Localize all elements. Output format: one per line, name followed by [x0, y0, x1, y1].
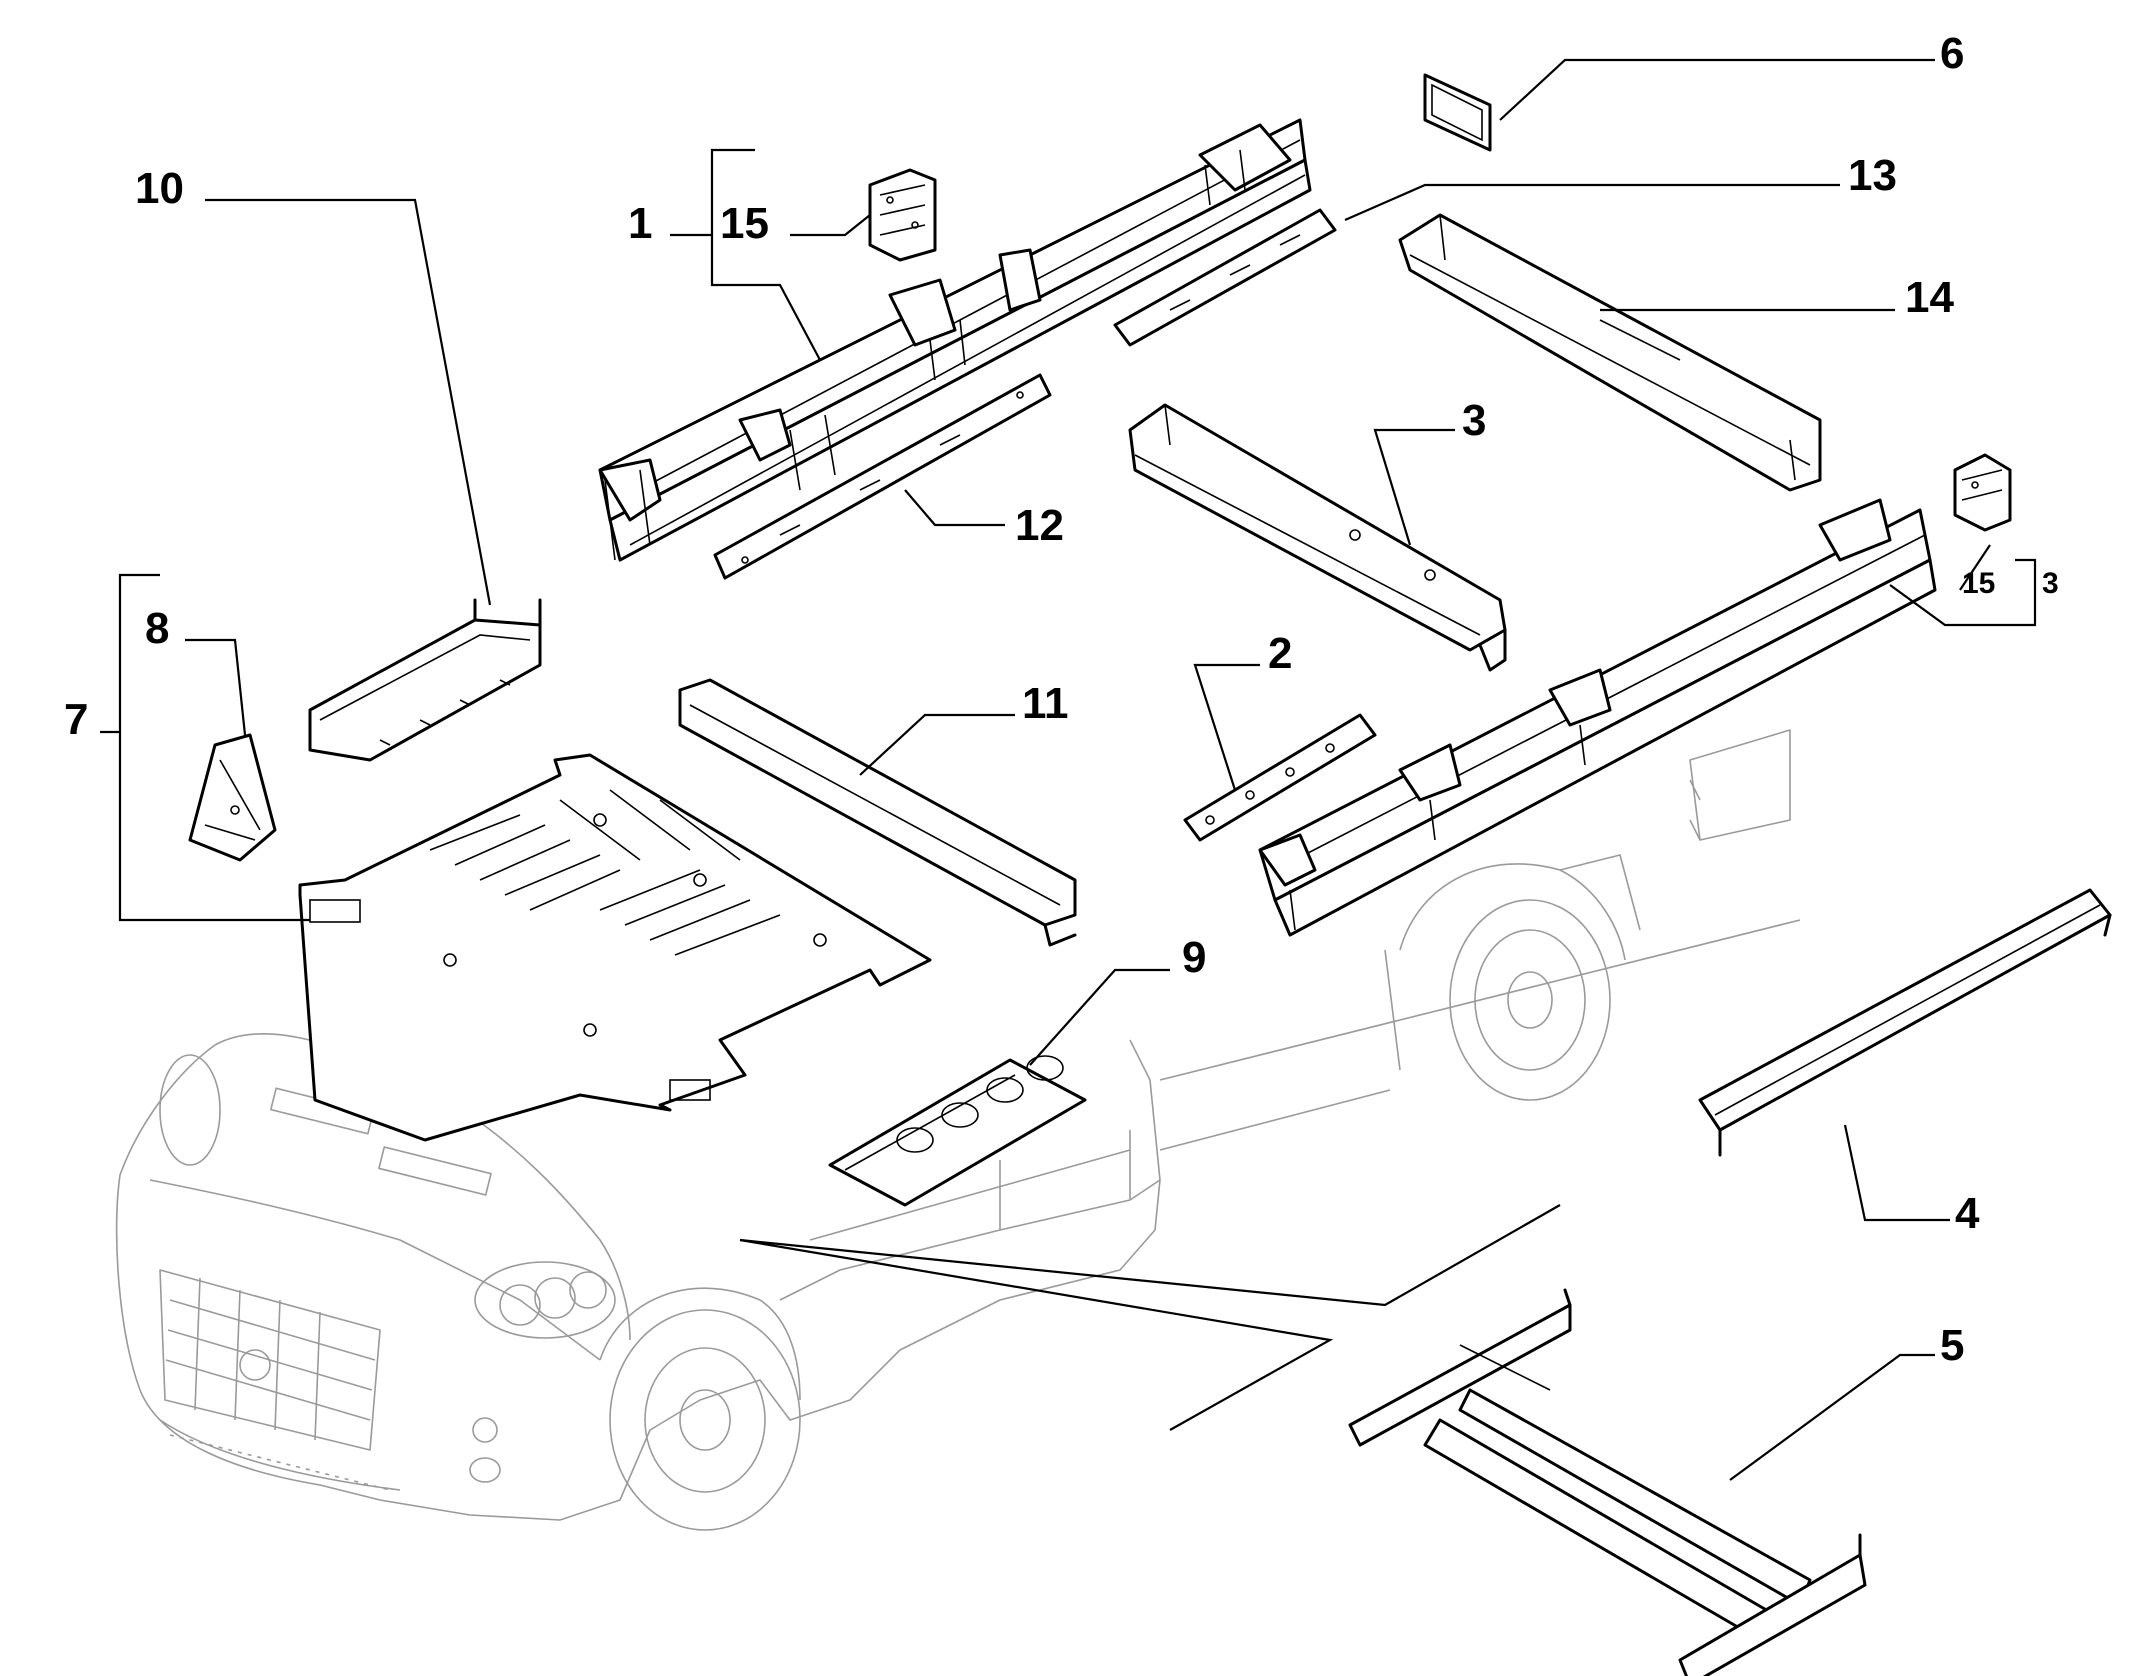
callout-9: 9	[1182, 933, 1206, 982]
part-1-left-side-member	[598, 118, 1312, 562]
part-9-tunnel-plate	[828, 1055, 1087, 1207]
part-10-tray	[308, 598, 542, 762]
vehicle-outline	[115, 729, 1801, 1531]
part-15-bracket-top	[868, 168, 937, 262]
part-3-right-side-member	[1258, 498, 1937, 937]
callout-1: 1	[628, 199, 652, 248]
leader-lines	[100, 58, 2037, 1481]
part-5-rear-frame	[1348, 1288, 1867, 1676]
part-15-bracket-right	[1953, 453, 2012, 532]
callout-7: 7	[64, 695, 88, 744]
callout-3-top: 3	[1462, 396, 1486, 445]
callout-15-right: 15	[1962, 567, 1995, 600]
callout-11: 11	[1022, 679, 1069, 728]
part-12-reinforcement-strip	[713, 373, 1052, 580]
callout-4: 4	[1955, 1189, 1980, 1238]
part-14-rear-cross-member	[1398, 213, 1822, 492]
part-2-plate	[1183, 713, 1377, 842]
part-7-floor-panel	[298, 753, 932, 1142]
callout-13: 13	[1848, 151, 1897, 200]
callout-10: 10	[135, 164, 184, 213]
callout-6: 6	[1940, 29, 1964, 78]
part-4-sill	[1698, 888, 2112, 1157]
callout-2: 2	[1268, 629, 1292, 678]
part-6-bracket	[1423, 73, 1492, 152]
callout-14: 14	[1905, 273, 1954, 322]
callout-5: 5	[1940, 1321, 1964, 1370]
callout-12: 12	[1015, 501, 1064, 550]
part-8-gusset	[188, 733, 277, 862]
part-3-cross-beam	[1128, 403, 1507, 672]
callout-labels: 1 15 10 12 13 6 14 3 15 3 2 11 7 8 9 4 5	[64, 29, 2059, 1370]
part-13-reinforcement-strip	[1113, 208, 1337, 347]
part-11-cross-tube	[678, 678, 1077, 947]
callout-8: 8	[145, 604, 169, 653]
callout-15-top: 15	[720, 199, 769, 248]
callout-3-right: 3	[2042, 567, 2059, 600]
